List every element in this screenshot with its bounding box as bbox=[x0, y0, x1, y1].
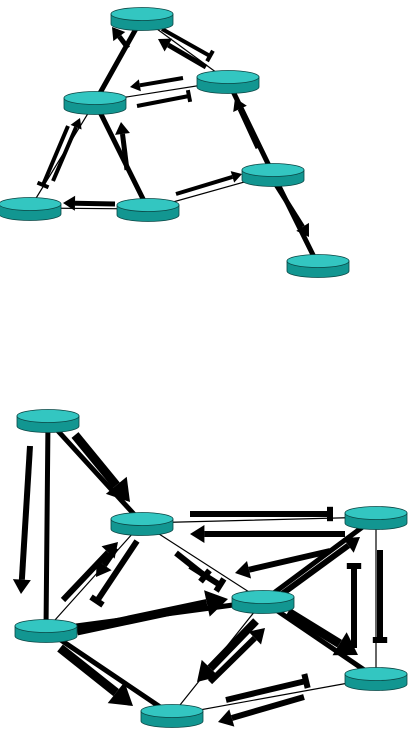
link-line bbox=[263, 517, 376, 601]
router-icon bbox=[197, 71, 259, 94]
arrow-shaft bbox=[122, 134, 127, 170]
flow-arrow bbox=[75, 435, 130, 502]
router-top bbox=[17, 410, 79, 423]
link-line bbox=[95, 102, 148, 209]
flow-arrow bbox=[13, 446, 31, 594]
arrow-head-icon bbox=[115, 122, 130, 135]
arrow-shaft bbox=[176, 177, 232, 194]
bar-head-icon bbox=[37, 183, 48, 188]
flow-arrow bbox=[197, 621, 256, 682]
flow-arrow bbox=[137, 90, 190, 106]
router-top bbox=[345, 668, 407, 681]
arrow-shaft bbox=[232, 697, 304, 718]
bar-head-icon bbox=[304, 674, 307, 688]
router-icon bbox=[111, 513, 173, 536]
arrow-shaft bbox=[275, 183, 303, 227]
link-line bbox=[46, 420, 48, 630]
router-top bbox=[242, 164, 304, 177]
flow-arrow bbox=[347, 566, 361, 648]
flow-arrow bbox=[60, 648, 133, 706]
router-top bbox=[0, 198, 61, 211]
arrow-head-icon bbox=[190, 525, 204, 543]
router-icon bbox=[111, 8, 173, 31]
router-icon bbox=[117, 199, 179, 222]
arrow-shaft bbox=[22, 446, 30, 580]
router-top bbox=[141, 705, 203, 718]
router-top bbox=[111, 8, 173, 21]
arrow-shaft bbox=[119, 37, 128, 48]
bar-head-icon bbox=[188, 90, 190, 102]
router-icon bbox=[15, 620, 77, 643]
link-line bbox=[46, 523, 142, 630]
router-top bbox=[345, 507, 407, 520]
nodes-layer bbox=[0, 8, 407, 728]
flow-arrow bbox=[158, 39, 206, 67]
flow-arrow bbox=[275, 183, 309, 237]
link-line bbox=[142, 517, 376, 523]
bar-head-icon bbox=[207, 51, 213, 61]
router-icon bbox=[287, 255, 349, 278]
router-icon bbox=[345, 507, 407, 530]
router-icon bbox=[0, 198, 61, 221]
router-icon bbox=[141, 705, 203, 728]
flow-arrow bbox=[226, 674, 308, 700]
arrow-shaft bbox=[190, 566, 220, 585]
router-icon bbox=[345, 668, 407, 691]
arrow-shaft bbox=[75, 435, 116, 485]
flow-arrow bbox=[233, 98, 258, 148]
router-top bbox=[117, 199, 179, 212]
flow-arrow bbox=[112, 27, 128, 48]
router-top bbox=[197, 71, 259, 84]
arrow-shaft bbox=[140, 78, 183, 85]
router-top bbox=[287, 255, 349, 268]
arrow-head-icon bbox=[13, 579, 31, 594]
flow-arrow bbox=[190, 525, 345, 543]
router-top bbox=[15, 620, 77, 633]
router-icon bbox=[232, 591, 294, 614]
arrow-head-icon bbox=[130, 79, 141, 91]
arrow-shaft bbox=[240, 109, 258, 148]
router-top bbox=[64, 92, 126, 105]
router-icon bbox=[242, 164, 304, 187]
links-layer bbox=[30, 18, 376, 715]
link-line bbox=[48, 420, 142, 523]
router-icon bbox=[64, 92, 126, 115]
router-top bbox=[232, 591, 294, 604]
flow-arrow bbox=[373, 550, 387, 640]
arrow-shaft bbox=[137, 96, 189, 106]
router-icon bbox=[17, 410, 79, 433]
arrow-head-icon bbox=[204, 590, 228, 616]
router-top bbox=[111, 513, 173, 526]
arrow-shaft bbox=[75, 203, 115, 204]
arrow-shaft bbox=[77, 603, 207, 631]
arrow-shaft bbox=[288, 612, 340, 644]
flow-arrow bbox=[176, 171, 242, 194]
arrow-head-icon bbox=[235, 561, 251, 579]
flow-arrow bbox=[288, 612, 358, 655]
